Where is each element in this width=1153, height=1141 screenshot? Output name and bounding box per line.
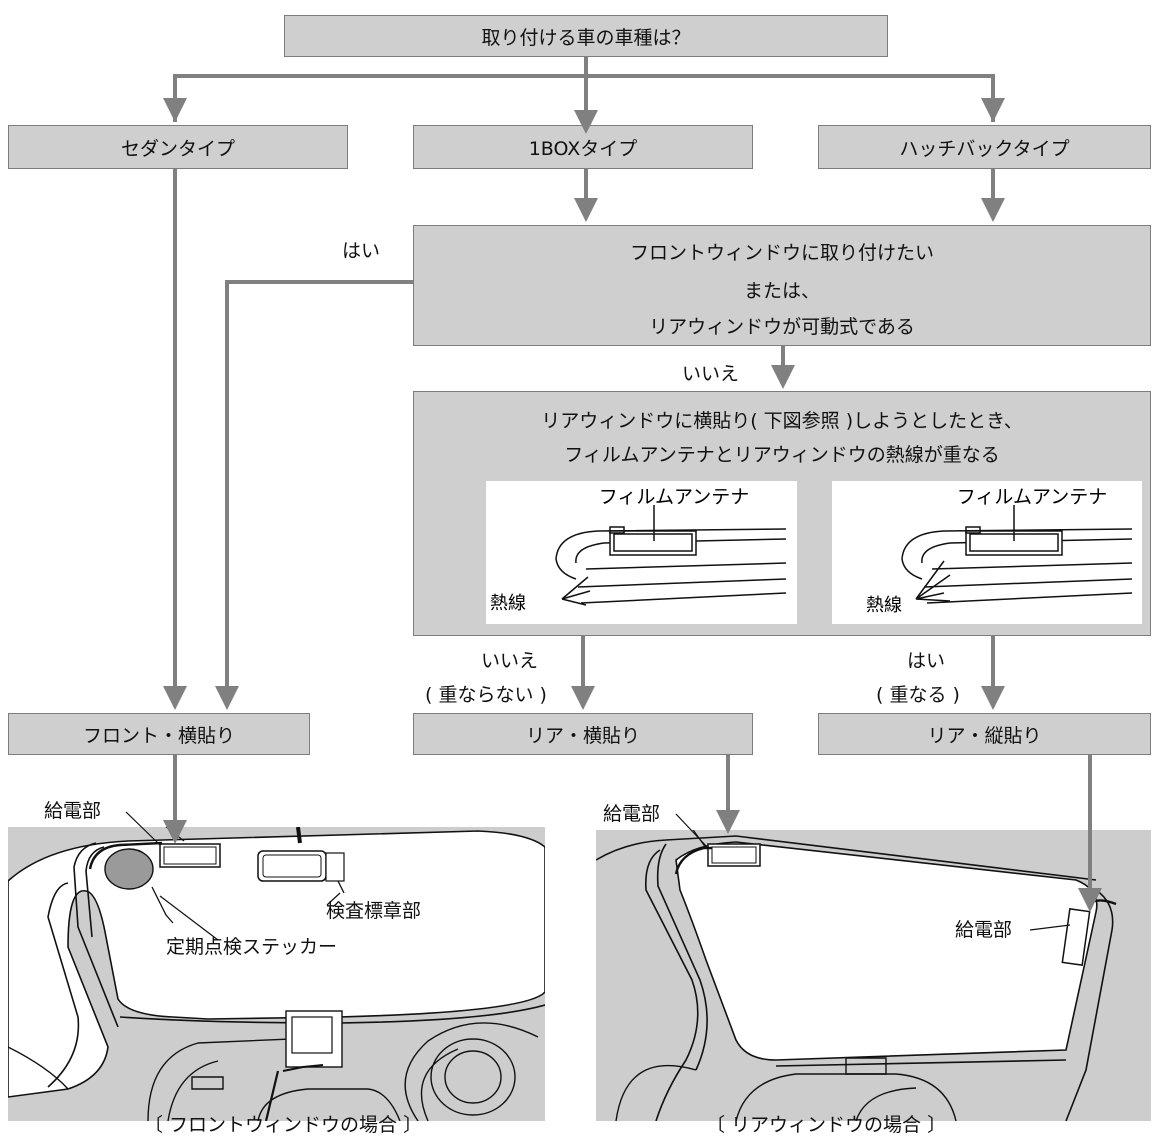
rear-caption: 〔 リアウィンドウの場合 〕 bbox=[706, 1114, 947, 1136]
rear-feed-top-label: 給電部 bbox=[603, 803, 661, 825]
result-rear-horizontal-box: リア・横貼り bbox=[413, 713, 753, 755]
q3-line1: リアウィンドウに横貼り( 下図参照 )しようとしたとき、 bbox=[541, 410, 1023, 432]
q2-yes-label: はい bbox=[342, 240, 381, 262]
result-rear-vertical-box: リア・縦貼り bbox=[818, 713, 1151, 755]
antenna-label-right: フィルムアンテナ bbox=[957, 486, 1107, 508]
heat-wire-label-left: 熱線 bbox=[490, 593, 526, 614]
rear-window-drawing bbox=[596, 830, 1117, 1121]
q3-line2: フィルムアンテナとリアウィンドウの熱線が重なる bbox=[564, 444, 1000, 466]
sedan-type-label: セダンタイプ bbox=[120, 137, 235, 160]
hatchback-type-label: ハッチバックタイプ bbox=[899, 137, 1070, 160]
front-feed-label: 給電部 bbox=[44, 800, 102, 822]
antenna-horizontal-diagram: フィルムアンテナ 熱線 bbox=[486, 481, 797, 624]
q3-no-line2: ( 重ならない ) bbox=[425, 684, 547, 706]
q2-line1: フロントウィンドウに取り付けたい bbox=[629, 242, 934, 264]
vertical-antenna-drawing: フィルムアンテナ 熱線 bbox=[866, 486, 1133, 616]
front-window-drawing bbox=[8, 827, 545, 1121]
result-front-horizontal-box: フロント・横貼り bbox=[8, 713, 310, 755]
front-sticker-label: 定期点検ステッカー bbox=[166, 936, 338, 958]
result-rear-horizontal: リア・横貼り bbox=[525, 724, 640, 747]
onebox-type-box: 1BOXタイプ bbox=[413, 125, 753, 169]
q2-line2: または、 bbox=[743, 280, 820, 302]
sedan-type-box: セダンタイプ bbox=[8, 125, 348, 169]
antenna-label-left: フィルムアンテナ bbox=[599, 486, 749, 508]
question-car-type-box: 取り付ける車の車種は？ bbox=[284, 15, 888, 57]
result-rear-vertical: リア・縦貼り bbox=[927, 724, 1042, 747]
q3-yes-line1: はい bbox=[907, 650, 946, 672]
horizontal-antenna-drawing: フィルムアンテナ 熱線 bbox=[490, 486, 787, 614]
front-window-illustration bbox=[8, 827, 545, 1121]
question-car-type: 取り付ける車の車種は？ bbox=[481, 26, 691, 49]
question-rear-or-movable-box bbox=[413, 225, 1151, 346]
q2-no-label: いいえ bbox=[682, 363, 740, 385]
heat-wire-label-right: 熱線 bbox=[866, 595, 902, 616]
antenna-vertical-diagram: フィルムアンテナ 熱線 bbox=[832, 481, 1142, 624]
front-inspection-label: 検査標章部 bbox=[326, 900, 422, 922]
hatchback-type-box: ハッチバックタイプ bbox=[818, 125, 1151, 169]
front-caption: 〔 フロントウィンドウの場合 〕 bbox=[144, 1114, 423, 1136]
rear-window-illustration bbox=[596, 830, 1151, 1121]
q3-no-line1: いいえ bbox=[481, 650, 539, 672]
result-front-horizontal: フロント・横貼り bbox=[82, 724, 235, 747]
q2-line3: リアウィンドウが可動式である bbox=[649, 316, 915, 338]
rear-feed-side-label: 給電部 bbox=[955, 919, 1013, 941]
onebox-type-label: 1BOXタイプ bbox=[528, 137, 638, 160]
q3-yes-line2: ( 重なる ) bbox=[876, 684, 960, 706]
